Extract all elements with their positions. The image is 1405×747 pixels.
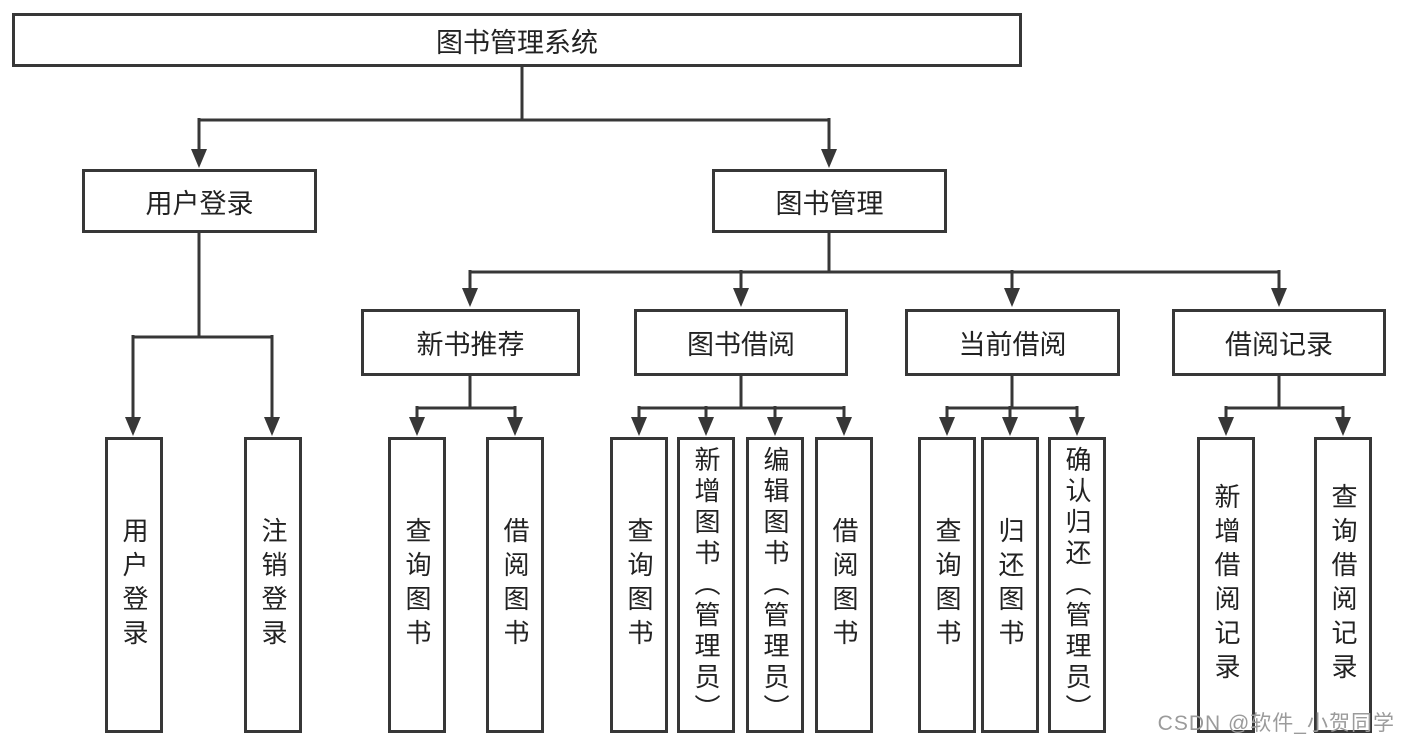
leaf-logout-label: 注销登录 xyxy=(258,517,288,653)
leaf-user-login: 用户登录 xyxy=(105,437,163,733)
arrowheads xyxy=(125,149,1351,436)
node-borrow-records-label: 借阅记录 xyxy=(1225,330,1333,360)
leaf-query-books-recommend: 查询图书 xyxy=(388,437,446,733)
leaf-borrow-books-label: 借阅图书 xyxy=(829,517,859,653)
node-library-management-system: 图书管理系统 xyxy=(12,13,1022,67)
node-library-management-system-label: 图书管理系统 xyxy=(436,27,598,58)
watermark-text: CSDN @软件_小贺同学 xyxy=(1157,712,1395,735)
node-current-borrow: 当前借阅 xyxy=(905,309,1120,376)
node-borrow-records: 借阅记录 xyxy=(1172,309,1386,376)
leaf-borrow-books-recommend: 借阅图书 xyxy=(486,437,544,733)
leaf-query-books-borrow: 查询图书 xyxy=(610,437,668,733)
leaf-borrow-books: 借阅图书 xyxy=(815,437,873,733)
leaf-user-login-label: 用户登录 xyxy=(119,517,149,653)
leaf-query-borrow-record: 查询借阅记录 xyxy=(1314,437,1372,733)
leaf-query-books-borrow-label: 查询图书 xyxy=(624,517,654,653)
leaf-edit-books-admin-label: 编辑图书（管理员） xyxy=(760,445,790,725)
leaf-add-borrow-record-label: 新增借阅记录 xyxy=(1211,483,1241,687)
node-user-login: 用户登录 xyxy=(82,169,317,233)
leaf-query-books-current: 查询图书 xyxy=(918,437,976,733)
leaf-query-books-recommend-label: 查询图书 xyxy=(402,517,432,653)
node-book-management-label: 图书管理 xyxy=(775,188,884,219)
leaf-return-books-label: 归还图书 xyxy=(995,517,1025,653)
leaf-confirm-return-admin: 确认归还（管理员） xyxy=(1048,437,1106,733)
leaf-add-books-admin-label: 新增图书（管理员） xyxy=(691,445,721,725)
leaf-query-borrow-record-label: 查询借阅记录 xyxy=(1328,483,1358,687)
leaf-confirm-return-admin-label: 确认归还（管理员） xyxy=(1062,445,1092,725)
leaf-logout: 注销登录 xyxy=(244,437,302,733)
node-new-book-recommend-label: 新书推荐 xyxy=(416,330,525,360)
leaf-return-books: 归还图书 xyxy=(981,437,1039,733)
node-current-borrow-label: 当前借阅 xyxy=(958,330,1067,360)
node-user-login-label: 用户登录 xyxy=(145,188,254,219)
leaf-edit-books-admin: 编辑图书（管理员） xyxy=(746,437,804,733)
node-book-borrow-label: 图书借阅 xyxy=(687,330,795,360)
leaf-query-books-current-label: 查询图书 xyxy=(932,517,962,653)
leaf-add-borrow-record: 新增借阅记录 xyxy=(1197,437,1255,733)
node-new-book-recommend: 新书推荐 xyxy=(361,309,580,376)
node-book-borrow: 图书借阅 xyxy=(634,309,848,376)
node-book-management: 图书管理 xyxy=(712,169,947,233)
leaf-borrow-books-recommend-label: 借阅图书 xyxy=(500,517,530,653)
leaf-add-books-admin: 新增图书（管理员） xyxy=(677,437,735,733)
